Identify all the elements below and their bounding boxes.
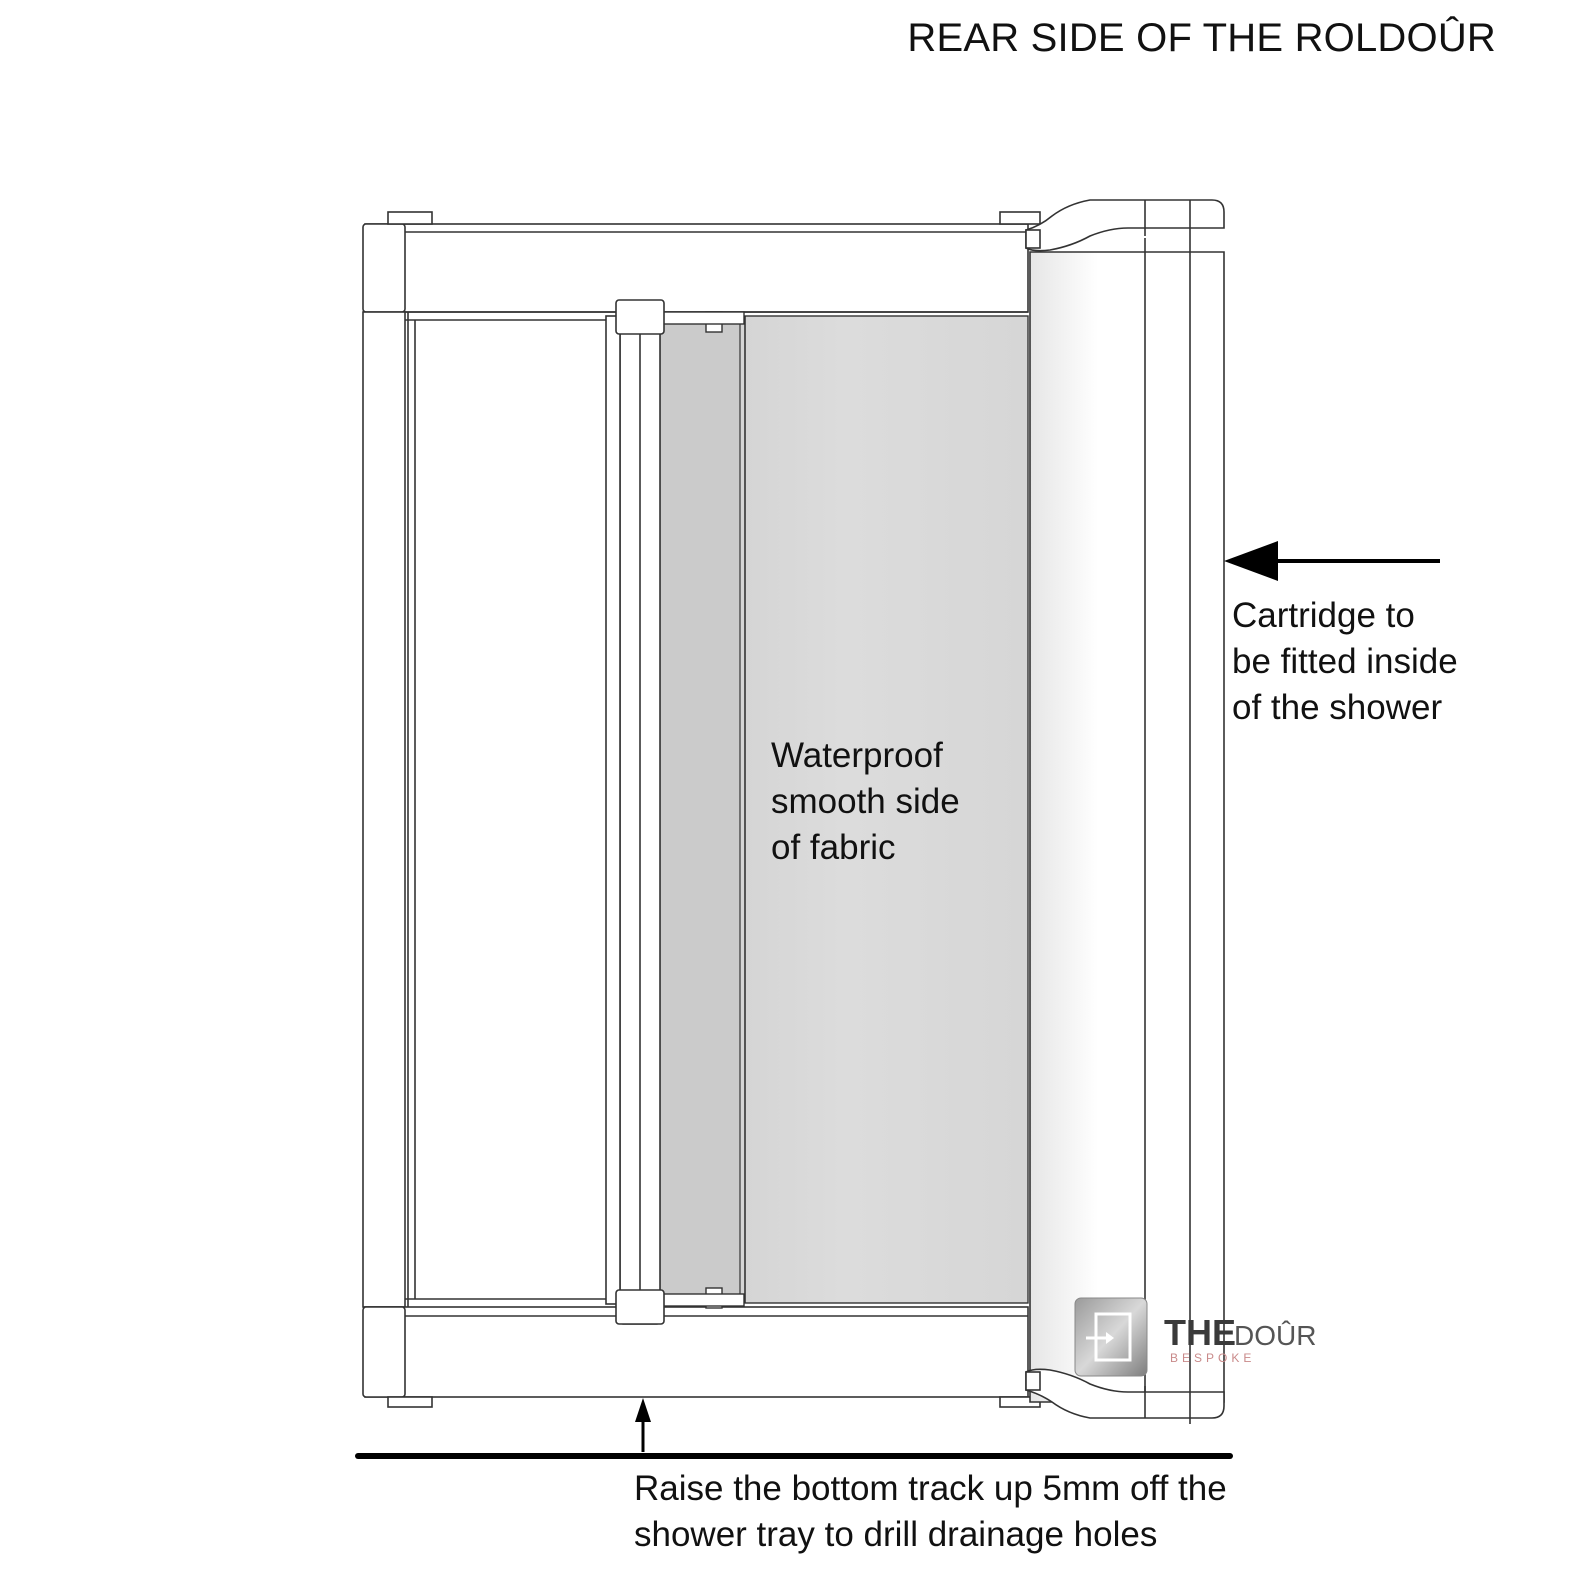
cartridge-body (1029, 251, 1225, 1403)
fabric-line-3: of fabric (771, 828, 896, 868)
top-track (364, 223, 1029, 313)
cartridge-arrow (1224, 541, 1440, 581)
bottom-left-corner (362, 1306, 406, 1398)
handle-bottom-cap (615, 1289, 665, 1325)
logo-the: THE (1164, 1312, 1236, 1353)
tray-annotation: Raise the bottom track up 5mm off the sh… (634, 1466, 1227, 1558)
logo-bespoke: BESPOKE (1170, 1351, 1255, 1365)
page-title: REAR SIDE OF THE ROLDOÛR (907, 16, 1496, 60)
cartridge-line-2: be fitted inside (1232, 642, 1458, 682)
tray-line-2: shower tray to drill drainage holes (634, 1515, 1158, 1555)
raise-arrow (635, 1398, 651, 1452)
cartridge-line-3: of the shower (1232, 688, 1443, 728)
bottom-left-clip (387, 1396, 433, 1408)
left-jamb (362, 311, 406, 1308)
cartridge-top-cap (1025, 199, 1225, 252)
fabric-fold (659, 315, 741, 1304)
cartridge-annotation: Cartridge to be fitted inside of the sho… (1232, 593, 1458, 732)
tray-line-1: Raise the bottom track up 5mm off the (634, 1469, 1227, 1508)
cartridge-line-1: Cartridge to (1232, 596, 1415, 635)
logo-dour: DOÛR (1234, 1320, 1316, 1351)
fabric-line-1: Waterproof (771, 736, 943, 775)
top-left-corner (362, 223, 406, 313)
brand-logo: THE DOÛR BESPOKE (1074, 1297, 1316, 1377)
top-right-clip (999, 211, 1041, 225)
bottom-track (364, 1306, 1029, 1398)
top-left-clip (387, 211, 433, 225)
fabric-line-2: smooth side (771, 782, 960, 822)
fabric-annotation: Waterproof smooth side of fabric (771, 733, 960, 872)
handle-top-cap (615, 299, 665, 335)
cartridge-bottom-cap (1025, 1368, 1225, 1419)
